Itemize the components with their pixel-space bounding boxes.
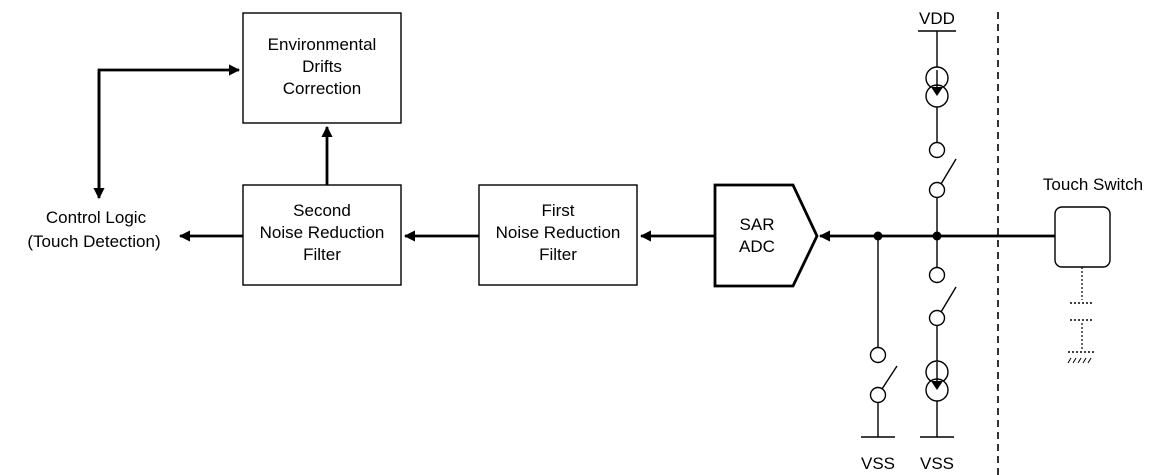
left-vss-branch: VSS [861,236,898,473]
adc-line-1: SAR [740,215,775,234]
lower-switch-contact-top [928,266,946,284]
control-logic-line-1: Control Logic [46,208,147,227]
lower-switch-blade [940,286,957,313]
vss-label-left: VSS [861,454,895,473]
current-source-top-icon [925,66,949,108]
first-filter-line-2: Noise Reduction [496,223,621,242]
environmental-line-1: Environmental [268,35,377,54]
vdd-label: VDD [919,9,955,28]
adc-line-2: ADC [739,237,775,256]
second-filter-line-2: Noise Reduction [260,223,385,242]
vss-label-right: VSS [920,454,954,473]
second-filter-line-1: Second [293,201,351,220]
vdd-vss-column: VDD VSS [918,9,957,473]
touch-switch-label: Touch Switch [1043,175,1143,194]
touch-pad-icon [1054,206,1111,268]
environmental-line-3: Correction [283,79,361,98]
touch-switch: Touch Switch [1043,175,1143,364]
upper-switch-contact-top [928,141,946,159]
arrow-control-to-environmental [97,64,241,190]
sar-adc-block: SAR ADC [713,183,819,288]
switch-contact-top [869,346,887,364]
ground-hatch-icon [1067,357,1092,364]
current-source-bottom-icon [925,360,949,402]
first-noise-reduction-filter-block: First Noise Reduction Filter [478,184,638,286]
upper-switch-contact-bottom [928,181,946,199]
second-filter-line-3: Filter [303,245,341,264]
first-filter-line-3: Filter [539,245,577,264]
control-logic-label: Control Logic (Touch Detection) [27,208,160,251]
second-noise-reduction-filter-block: Second Noise Reduction Filter [242,184,402,286]
lower-switch-contact-bottom [928,309,946,327]
switch-blade [881,365,898,390]
switch-contact-bottom [869,386,887,404]
control-logic-line-2: (Touch Detection) [27,232,160,251]
environmental-line-2: Drifts [302,57,342,76]
environmental-drifts-correction-block: Environmental Drifts Correction [242,12,402,124]
first-filter-line-1: First [541,201,574,220]
upper-switch-blade [940,158,957,185]
